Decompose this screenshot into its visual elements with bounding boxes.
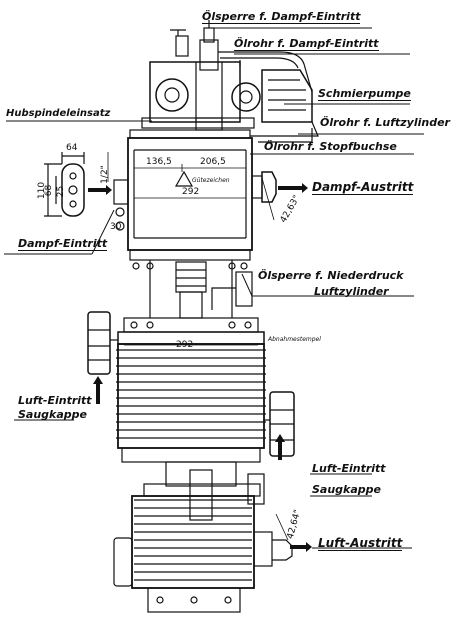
dim-68: 68 (44, 184, 55, 197)
label-saugkappe-left: Saugkappe (18, 408, 87, 421)
leader-lines (4, 27, 424, 549)
label-oelrohr-luftzylinder: Ölrohr f. Luftzylinder (320, 116, 450, 129)
label-saugkappe-right: Saugkappe (312, 483, 381, 496)
label-luft-eintritt-right: Luft-Eintritt (312, 462, 386, 475)
steam-cylinder (113, 129, 277, 270)
label-dampf-eintritt: Dampf-Eintritt (18, 237, 108, 251)
air-cylinder (87, 311, 295, 463)
label-luft-austritt: Luft-Austritt (318, 536, 403, 551)
dim-half-inch: 1/2" (99, 165, 110, 184)
lower-stage (113, 461, 293, 613)
label-oelrohr-dampf-eintritt: Ölrohr f. Dampf-Eintritt (234, 37, 379, 51)
flow-arrows (88, 183, 312, 552)
label-schmierpumpe: Schmierpumpe (318, 87, 411, 101)
label-luft-eintritt-left: Luft-Eintritt (18, 394, 92, 407)
label-abnahmestempel: Abnahmestempel (268, 336, 321, 343)
label-guetezeichen: Gütezeichen (192, 177, 230, 184)
top-assembly (141, 20, 319, 143)
dim-206-5: 206,5 (200, 157, 226, 167)
middle-section (123, 260, 259, 333)
dim-64: 64 (66, 143, 78, 153)
dim-292-top: 292 (182, 187, 200, 197)
label-dampf-austritt: Dampf-Austritt (312, 180, 414, 195)
dim-136-5: 136,5 (146, 157, 172, 167)
label-oelrohr-stopfbuchse: Ölrohr f. Stopfbuchse (264, 140, 397, 153)
dim-30: 30 (110, 222, 122, 232)
dim-292-mid: 292 (176, 340, 194, 350)
label-oelsperre-niederdruck-luftzylinder: Luftzylinder (314, 285, 389, 298)
inlet-flange-detail (44, 152, 85, 217)
label-oelsperre-niederdruck: Ölsperre f. Niederdruck (258, 269, 404, 282)
label-oelsperre-dampf-eintritt: Ölsperre f. Dampf-Eintritt (202, 10, 361, 24)
dimension-lines (107, 152, 289, 541)
dim-25: 25 (56, 185, 67, 198)
label-hubspindeleinsatz: Hubspindeleinsatz (6, 108, 111, 119)
